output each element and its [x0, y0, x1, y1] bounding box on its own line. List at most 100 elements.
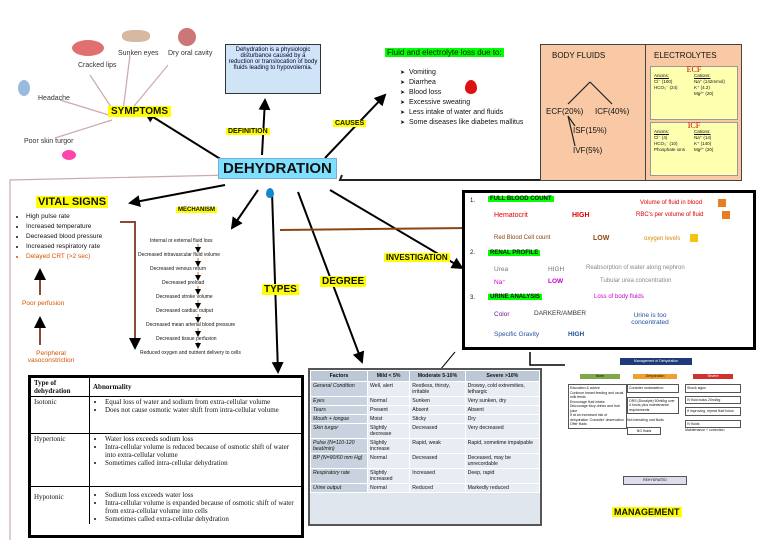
types-table-box: Type of dehydration Abnormality Isotonic… [28, 375, 304, 538]
degree-factor: Mouth + tongue [310, 414, 368, 424]
loss-fluids-label: Loss of body fluids [594, 294, 644, 300]
urea-value: HIGH [548, 266, 565, 273]
mgmt-step: If improving, repeat fluid bolus [685, 407, 741, 416]
ion: HCO₃⁻ (10) [654, 141, 678, 146]
sunken-eyes-label: Sunken eyes [118, 50, 159, 57]
ion: Phosphate ions [654, 147, 686, 152]
urine-concentrated-label: Urine is too concentrated [631, 312, 669, 326]
mechanism-step: Decreased mean arterial blood pressure [146, 322, 236, 328]
degree-factor: Tears [310, 405, 368, 415]
type-item: Intra-cellular volume is expanded becaus… [105, 499, 300, 515]
body-fluids-title: BODY FLUIDS [552, 51, 606, 60]
cbc-label: FULL BLOOD COUNT [488, 196, 554, 202]
degree-cell: Sticky [409, 414, 466, 424]
mgmt-rehydrated: REHYDRATED [623, 476, 687, 485]
body-fluids-box [540, 44, 647, 181]
type-item: Sodium loss exceeds water loss [105, 491, 300, 499]
rbc-per-label: RBC's per volume of fluid [636, 212, 704, 218]
blood-drop-icon [465, 80, 477, 94]
degree-cell: Decreased [409, 453, 466, 469]
degree-cell: Markedly reduced [464, 483, 540, 493]
mgmt-col2: Consider ondansetron ORS (Dioralyte) 50m… [627, 384, 679, 435]
symptoms-label: SYMPTOMS [108, 106, 172, 117]
degree-cell: Very sunken, dry [464, 396, 540, 406]
volume-fluid-label: Volume of fluid in blood [640, 200, 703, 206]
poor-perfusion-label: Poor perfusion [22, 300, 65, 307]
cause-item: Vomiting [400, 68, 535, 78]
mgmt-step: Shock signs [685, 384, 741, 393]
management-chart-title: Management of Dehydration [620, 358, 692, 365]
degree-cell: Normal [366, 453, 411, 469]
cause-item: Diarrhea [400, 78, 535, 88]
tubular-label: Tubular urea concentration [600, 278, 672, 284]
down-arrow-icon [690, 234, 698, 242]
degree-cell: Normal [366, 396, 411, 406]
type-item: Intra-cellular volume is reduced because… [105, 443, 300, 459]
degree-factor: Respiratory rate [310, 468, 368, 484]
mgmt-severe: Severe [693, 374, 733, 379]
mgmt-step: Consider ondansetron [627, 384, 679, 393]
step-number: 3. [470, 295, 476, 301]
degree-row: Pulse (N=110-120 beat/min)Slightly incre… [310, 438, 540, 454]
degree-header: Severe >10% [464, 370, 540, 382]
cations-label: Cations: [694, 73, 711, 78]
mechanism-step: Decreased venous return [150, 266, 207, 272]
ion: K⁺ (140) [694, 141, 712, 146]
degree-header: Mild < 5% [366, 370, 411, 382]
icf-title: ICF [687, 121, 701, 130]
degree-cell: Present [366, 405, 411, 415]
vital-sign: Increased respiratory rate [26, 242, 102, 252]
mgmt-step: ORS (Dioralyte) 50ml/kg over 4 hours plu… [627, 396, 679, 414]
degree-cell: Deep, rapid [464, 468, 540, 484]
causes-title: Fluid and electrolyte loss due to: [385, 48, 504, 57]
up-arrow-icon [722, 211, 730, 219]
mgmt-step: Continue breast feeding and usual milk f… [570, 390, 624, 400]
peripheral-vasoconstriction-label: Peripheral vasoconstriction [27, 350, 75, 364]
rbc-count-value: LOW [593, 235, 610, 242]
mgmt-none: None [580, 374, 620, 379]
mgmt-step: Not tolerating oral fluids [627, 418, 664, 422]
causes-list: Vomiting Diarrhea Blood loss Excessive s… [400, 68, 535, 128]
mechanism-step: Decreased tissue perfusion [156, 336, 217, 342]
types-label: TYPES [262, 284, 299, 295]
cause-item: Excessive sweating [400, 98, 535, 108]
reabsorption-label: Reabsorption of water along nephron [586, 265, 685, 271]
type-item: Water loss exceeds sodium loss [105, 435, 300, 443]
degree-label: DEGREE [320, 276, 367, 287]
color-label: Color [494, 311, 510, 318]
degree-cell: Sunken [409, 396, 466, 406]
cause-item: Less intake of water and fluids [400, 108, 535, 118]
down-arrow-icon [718, 199, 726, 207]
type-name: Hypertonic [31, 433, 90, 487]
mgmt-step: Discourage fizzy drinks and fruit juice [570, 404, 620, 413]
types-header: Abnormality [93, 383, 132, 391]
sunken-eyes-icon [122, 30, 150, 42]
ion: Na⁺ (142mmol) [694, 79, 725, 84]
hematocrit-value: HIGH [572, 212, 590, 219]
types-table: Type of dehydration Abnormality Isotonic… [31, 378, 301, 524]
degree-cell: Slightly increase [366, 438, 411, 454]
degree-factor: Pulse (N=110-120 beat/min) [310, 438, 368, 454]
mgmt-col3: Shock signs IV fluid bolus 20ml/kg If im… [685, 384, 741, 433]
type-item: Equal loss of water and sodium from extr… [105, 398, 300, 406]
vital-sign: Increased temperature [26, 222, 102, 232]
ivf-node: IVF(5%) [573, 146, 603, 155]
mechanism-step: Decreased intravascular fluid volume [138, 252, 220, 258]
cause-item: Blood loss [400, 88, 535, 98]
definition-label: DEFINITION [226, 128, 270, 135]
vital-signs-label: VITAL SIGNS [36, 196, 109, 208]
cations-label: Cations: [694, 129, 711, 134]
degree-cell: Very decreased [464, 423, 540, 439]
sodium-label: Na⁺ [494, 279, 506, 286]
degree-factor: General Condition [310, 381, 368, 397]
degree-factor: BP (N=90/60 mm Hg) [310, 453, 368, 469]
definition-text: Dehydration is a physiologic disturbance… [228, 47, 318, 71]
sodium-value: LOW [548, 278, 564, 285]
type-item: Sometimes called intra-cellular dehydrat… [105, 459, 300, 467]
